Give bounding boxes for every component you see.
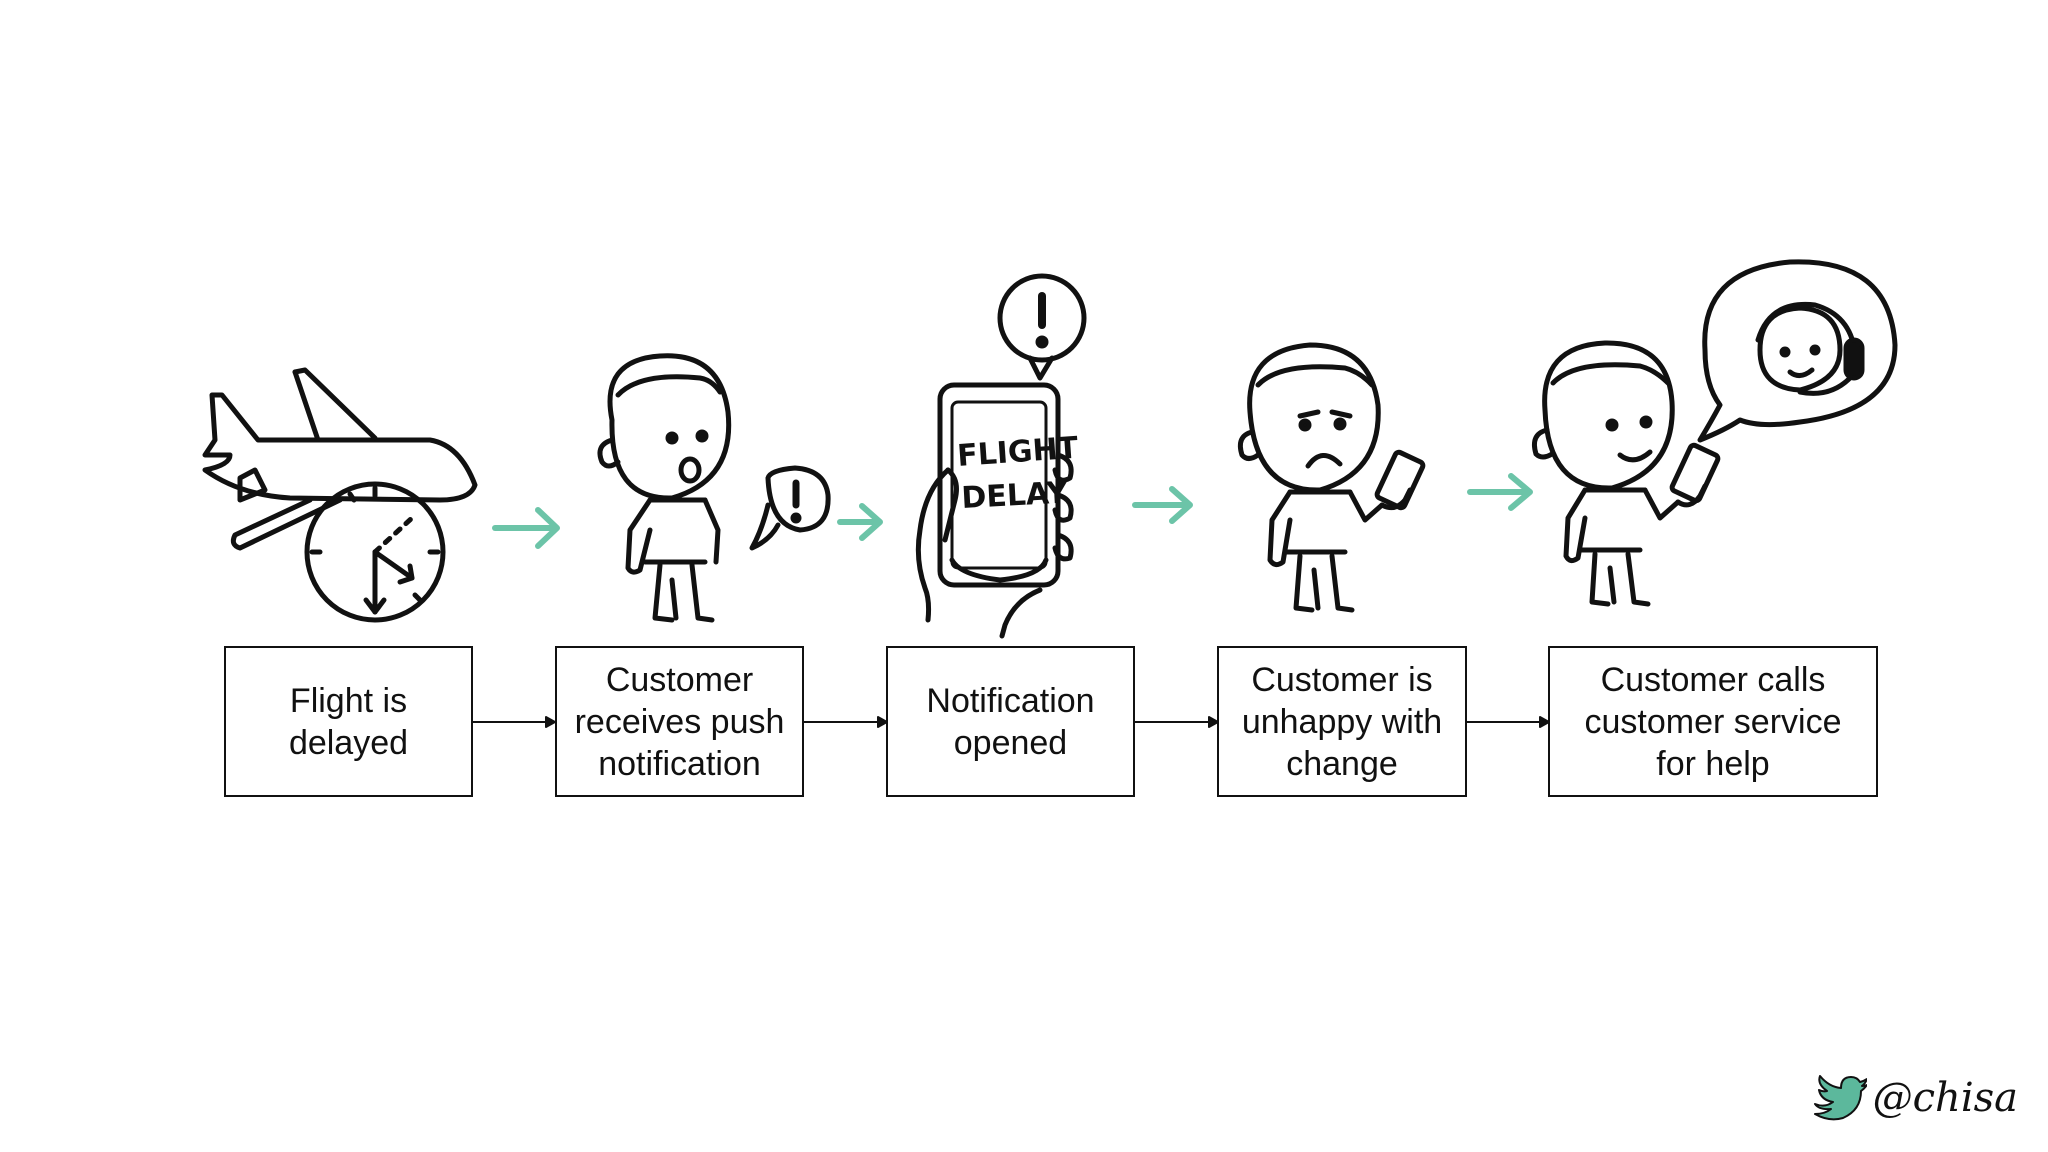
phone-screen-line1: FLIGHT — [956, 431, 1080, 474]
phone-screen-line2: DELAY — [961, 475, 1071, 516]
phone-in-hand-icon — [915, 382, 1074, 639]
step-box-notification-opened: Notification opened — [886, 646, 1135, 797]
twitter-bird-icon — [1813, 1075, 1867, 1121]
teal-arrow-3-icon — [1132, 486, 1193, 524]
exclamation-bubble-icon — [749, 465, 831, 551]
author-credit: @chisa — [1811, 1074, 2018, 1122]
connector-arrow-4-icon — [1465, 716, 1550, 728]
connector-arrow-2-icon — [802, 716, 888, 728]
teal-arrow-4-icon — [1467, 473, 1533, 511]
step-box-customer-unhappy: Customer is unhappy with change — [1217, 646, 1467, 797]
connector-arrow-3-icon — [1133, 716, 1219, 728]
teal-arrow-1-icon — [492, 507, 560, 549]
credit-handle[interactable]: @chisa — [1872, 1075, 2018, 1121]
support-agent-bubble-icon — [1697, 259, 1898, 443]
happy-person-icon — [1531, 340, 1721, 607]
airplane-icon — [202, 367, 478, 551]
connector-arrow-1-icon — [471, 716, 556, 728]
step-box-push-notification: Customer receives push notification — [555, 646, 804, 797]
unhappy-person-icon — [1237, 342, 1426, 613]
step-label: Notification opened — [926, 681, 1095, 762]
teal-arrow-2-icon — [837, 503, 883, 541]
step-box-calls-customer-service: Customer calls customer service for help — [1548, 646, 1878, 797]
clock-icon — [304, 481, 446, 623]
step-label: Customer is unhappy with change — [1241, 660, 1443, 783]
step-box-flight-delayed: Flight is delayed — [224, 646, 473, 797]
step-label: Customer calls customer service for help — [1584, 660, 1842, 783]
exclamation-bubble-icon — [997, 273, 1087, 381]
step-label: Flight is delayed — [288, 681, 409, 762]
step-label: Customer receives push notification — [574, 660, 785, 783]
surprised-person-icon — [597, 353, 732, 623]
